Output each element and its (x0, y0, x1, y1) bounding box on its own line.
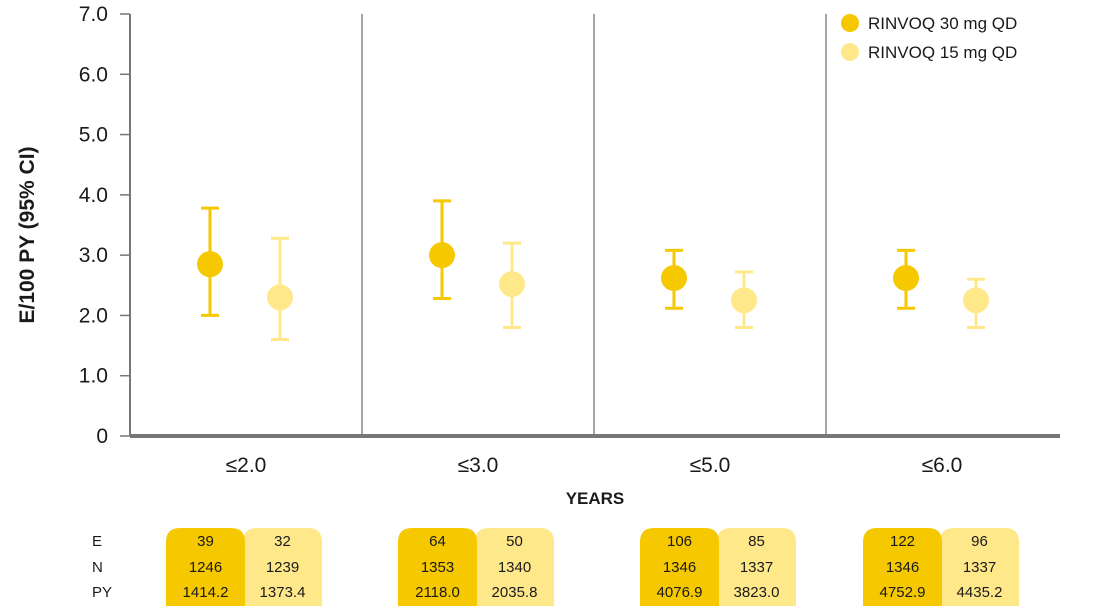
table-cell-rinvoq15 (475, 528, 554, 606)
y-tick-label: 2.0 (79, 304, 108, 327)
legend-marker (841, 43, 859, 61)
y-tick-label: 7.0 (79, 3, 108, 26)
table-value-rinvoq15: 3823.0 (734, 584, 780, 601)
table-value-rinvoq30: 1414.2 (183, 584, 229, 601)
data-point (499, 271, 525, 298)
table-row-label: N (92, 559, 103, 576)
chart-axes: 0 1.0 2.0 3.0 4.0 5.0 6.0 7.0E/100 PY (95% CI) ≤… (16, 3, 1060, 508)
x-tick-label: ≤6.0 (922, 454, 963, 477)
table-value-rinvoq30: 4752.9 (880, 584, 926, 601)
table-value-rinvoq15: 96 (971, 533, 988, 550)
table-value-rinvoq15: 1373.4 (260, 584, 306, 601)
table-value-rinvoq30: 106 (667, 533, 692, 550)
y-tick-label: 6.0 (79, 63, 108, 86)
table-value-rinvoq15: 1239 (266, 559, 299, 576)
y-tick-label: 4.0 (79, 184, 108, 207)
legend-label: RINVOQ 30 mg QD (868, 14, 1017, 33)
data-point (661, 265, 687, 292)
y-axis-title: E/100 PY (95% CI) (16, 146, 39, 323)
y-tick-label: 1.0 (79, 365, 108, 388)
table-value-rinvoq15: 2035.8 (492, 584, 538, 601)
x-tick-label: ≤3.0 (458, 454, 499, 477)
table-cell-rinvoq15 (717, 528, 796, 606)
table-value-rinvoq15: 1340 (498, 559, 531, 576)
x-axis-title: YEARS (566, 489, 625, 508)
y-tick-label: 0 (96, 425, 108, 448)
table-cell-rinvoq30 (640, 528, 719, 606)
x-tick-label: ≤5.0 (690, 454, 731, 477)
table-value-rinvoq30: 1353 (421, 559, 454, 576)
table-cell-rinvoq30 (398, 528, 477, 606)
table-value-rinvoq30: 1346 (886, 559, 919, 576)
data-point (963, 287, 989, 314)
table-value-rinvoq30: 122 (890, 533, 915, 550)
table-cell-rinvoq15 (940, 528, 1019, 606)
table-value-rinvoq30: 39 (197, 533, 214, 550)
y-tick-label: 3.0 (79, 244, 108, 267)
chart-marks (197, 199, 989, 342)
data-point (429, 242, 455, 269)
data-table: EN PY 39 1246 1414.2 32 1239 1373.4 64 1353 2118.0… (92, 528, 1019, 606)
table-value-rinvoq15: 4435.2 (957, 584, 1003, 601)
data-point (267, 284, 293, 311)
legend-marker (841, 14, 859, 32)
data-point (731, 287, 757, 314)
table-value-rinvoq15: 85 (748, 533, 765, 550)
y-tick-label: 5.0 (79, 124, 108, 147)
table-row-label: E (92, 533, 102, 550)
data-point (893, 265, 919, 292)
table-value-rinvoq30: 4076.9 (657, 584, 703, 601)
table-value-rinvoq30: 64 (429, 533, 446, 550)
table-value-rinvoq30: 1346 (663, 559, 696, 576)
table-value-rinvoq15: 50 (506, 533, 523, 550)
table-value-rinvoq15: 1337 (963, 559, 996, 576)
chart-legend: RINVOQ 30 mg QD RINVOQ 15 mg QD (841, 14, 1017, 62)
table-cell-rinvoq15 (243, 528, 322, 606)
data-point (197, 251, 223, 278)
x-tick-label: ≤2.0 (226, 454, 267, 477)
table-value-rinvoq30: 1246 (189, 559, 222, 576)
table-value-rinvoq30: 2118.0 (415, 584, 460, 601)
table-value-rinvoq15: 1337 (740, 559, 773, 576)
table-value-rinvoq15: 32 (274, 533, 291, 550)
table-cell-rinvoq30 (863, 528, 942, 606)
table-row-label: PY (92, 584, 112, 601)
table-cell-rinvoq30 (166, 528, 245, 606)
legend-label: RINVOQ 15 mg QD (868, 43, 1017, 62)
